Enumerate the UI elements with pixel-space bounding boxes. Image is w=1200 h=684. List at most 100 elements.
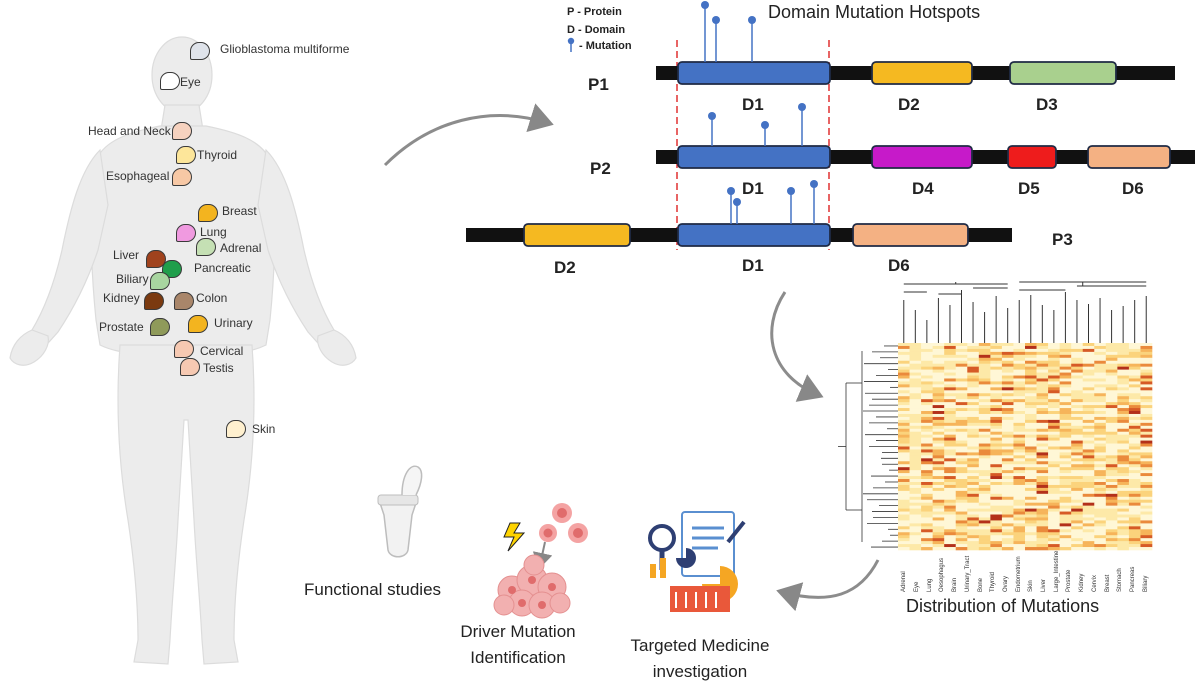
heatmap-cell (1036, 437, 1049, 441)
heatmap-cell (898, 399, 910, 403)
heatmap-cell (1048, 529, 1060, 533)
heatmap-cell (1025, 517, 1037, 521)
heatmap-cell (909, 476, 922, 480)
heatmap-cell (1048, 490, 1060, 495)
heatmap-cell (944, 479, 957, 483)
heatmap-cell (1082, 446, 1095, 450)
organ-marker-colon (174, 292, 194, 310)
heatmap-cell (932, 458, 945, 462)
heatmap-cell (1082, 458, 1095, 462)
heatmap-cell (1071, 547, 1084, 551)
heatmap-cell (1025, 532, 1037, 536)
heatmap-cell (1001, 502, 1014, 506)
tissue-label: Cervix (1091, 574, 1098, 592)
legend-mutation-icon (567, 37, 575, 52)
heatmap-cell (1059, 360, 1072, 364)
heatmap-cell (1036, 402, 1049, 406)
heatmap-cell (990, 375, 1003, 379)
heatmap-cell (955, 532, 968, 536)
organ-label: Esophageal (106, 169, 170, 183)
heatmap-cell (1128, 351, 1141, 356)
heatmap-cell (1071, 405, 1084, 409)
heatmap-cell (932, 496, 945, 501)
heatmap-cell (990, 372, 1003, 376)
heatmap-cell (1071, 393, 1084, 397)
heatmap-cell (944, 351, 957, 356)
heatmap-cell (1001, 402, 1014, 406)
heatmap-cell (1094, 544, 1107, 548)
heatmap-cell (1140, 449, 1153, 453)
heatmap-cell (1048, 416, 1060, 421)
heatmap-cell (955, 363, 968, 367)
heatmap-cell (1128, 413, 1141, 418)
heatmap-cell (932, 446, 945, 450)
heatmap-cell (1048, 476, 1060, 480)
heatmap-cell (932, 511, 945, 515)
heatmap-cell (1036, 520, 1049, 524)
heatmap-cell (909, 493, 922, 498)
heatmap-cell (1071, 378, 1084, 382)
heatmap-cell (898, 493, 910, 498)
heatmap-cell (1140, 360, 1153, 364)
heatmap-cell (1094, 428, 1107, 433)
heatmap-cell (1082, 481, 1095, 486)
heatmap-cell (955, 372, 968, 376)
heatmap-cell (1094, 393, 1107, 397)
heatmap-cell (898, 538, 910, 542)
heatmap-cell (1140, 428, 1153, 433)
heatmap-cell (990, 387, 1003, 391)
heatmap-cell (1082, 538, 1095, 542)
heatmap-cell (1117, 378, 1130, 382)
heatmap-cell (967, 375, 980, 379)
heatmap-cell (932, 520, 945, 524)
heatmap-cell (1025, 345, 1037, 350)
heatmap-cell (1117, 481, 1130, 486)
heatmap-cell (1036, 505, 1049, 509)
heatmap-cell (1094, 431, 1107, 435)
heatmap-cell (978, 393, 991, 397)
heatmap-cell (1059, 464, 1072, 468)
heatmap-cell (1105, 378, 1118, 382)
heatmap-cell (1117, 476, 1130, 480)
heatmap-cell (1025, 479, 1037, 483)
heatmap-cell (1048, 402, 1060, 406)
heatmap-cell (967, 393, 980, 397)
heatmap-cell (1071, 487, 1084, 492)
heatmap-cell (1117, 431, 1130, 435)
heatmap-cell (898, 443, 910, 447)
heatmap-cell (909, 437, 922, 441)
heatmap-cell (932, 481, 945, 486)
heatmap-cell (898, 419, 910, 424)
heatmap-cell (1117, 416, 1130, 421)
heatmap-cell (932, 493, 945, 498)
heatmap-cell (1117, 514, 1130, 518)
heatmap-cell (1059, 529, 1072, 533)
heatmap-cell (955, 366, 968, 370)
heatmap-cell (990, 461, 1003, 465)
organ-marker-kidney (144, 292, 164, 310)
heatmap-cell (1071, 408, 1084, 412)
heatmap-cell (1094, 366, 1107, 370)
heatmap-cell (978, 520, 991, 524)
heatmap-cell (1059, 354, 1072, 359)
heatmap-cell (932, 366, 945, 370)
heatmap-cell (978, 363, 991, 367)
heatmap-cell (1071, 502, 1084, 506)
analysis-report-icon (648, 511, 746, 612)
heatmap-cell (1117, 440, 1130, 444)
heatmap-cell (1001, 505, 1014, 509)
heatmap-cell (921, 372, 933, 376)
heatmap-cell (967, 464, 980, 468)
heatmap-cell (1128, 360, 1141, 364)
heatmap-cell (1013, 520, 1026, 524)
heatmap-cell (1105, 532, 1118, 536)
heatmap-cell (1036, 452, 1049, 456)
heatmap-cell (932, 369, 945, 373)
heatmap-cell (1094, 351, 1107, 356)
heatmap-cell (909, 419, 922, 424)
heatmap-cell (932, 393, 945, 397)
heatmap-cell (1071, 520, 1084, 524)
heatmap-cell (990, 467, 1003, 471)
heatmap-cell (1059, 440, 1072, 444)
heatmap-cell (1025, 544, 1037, 548)
